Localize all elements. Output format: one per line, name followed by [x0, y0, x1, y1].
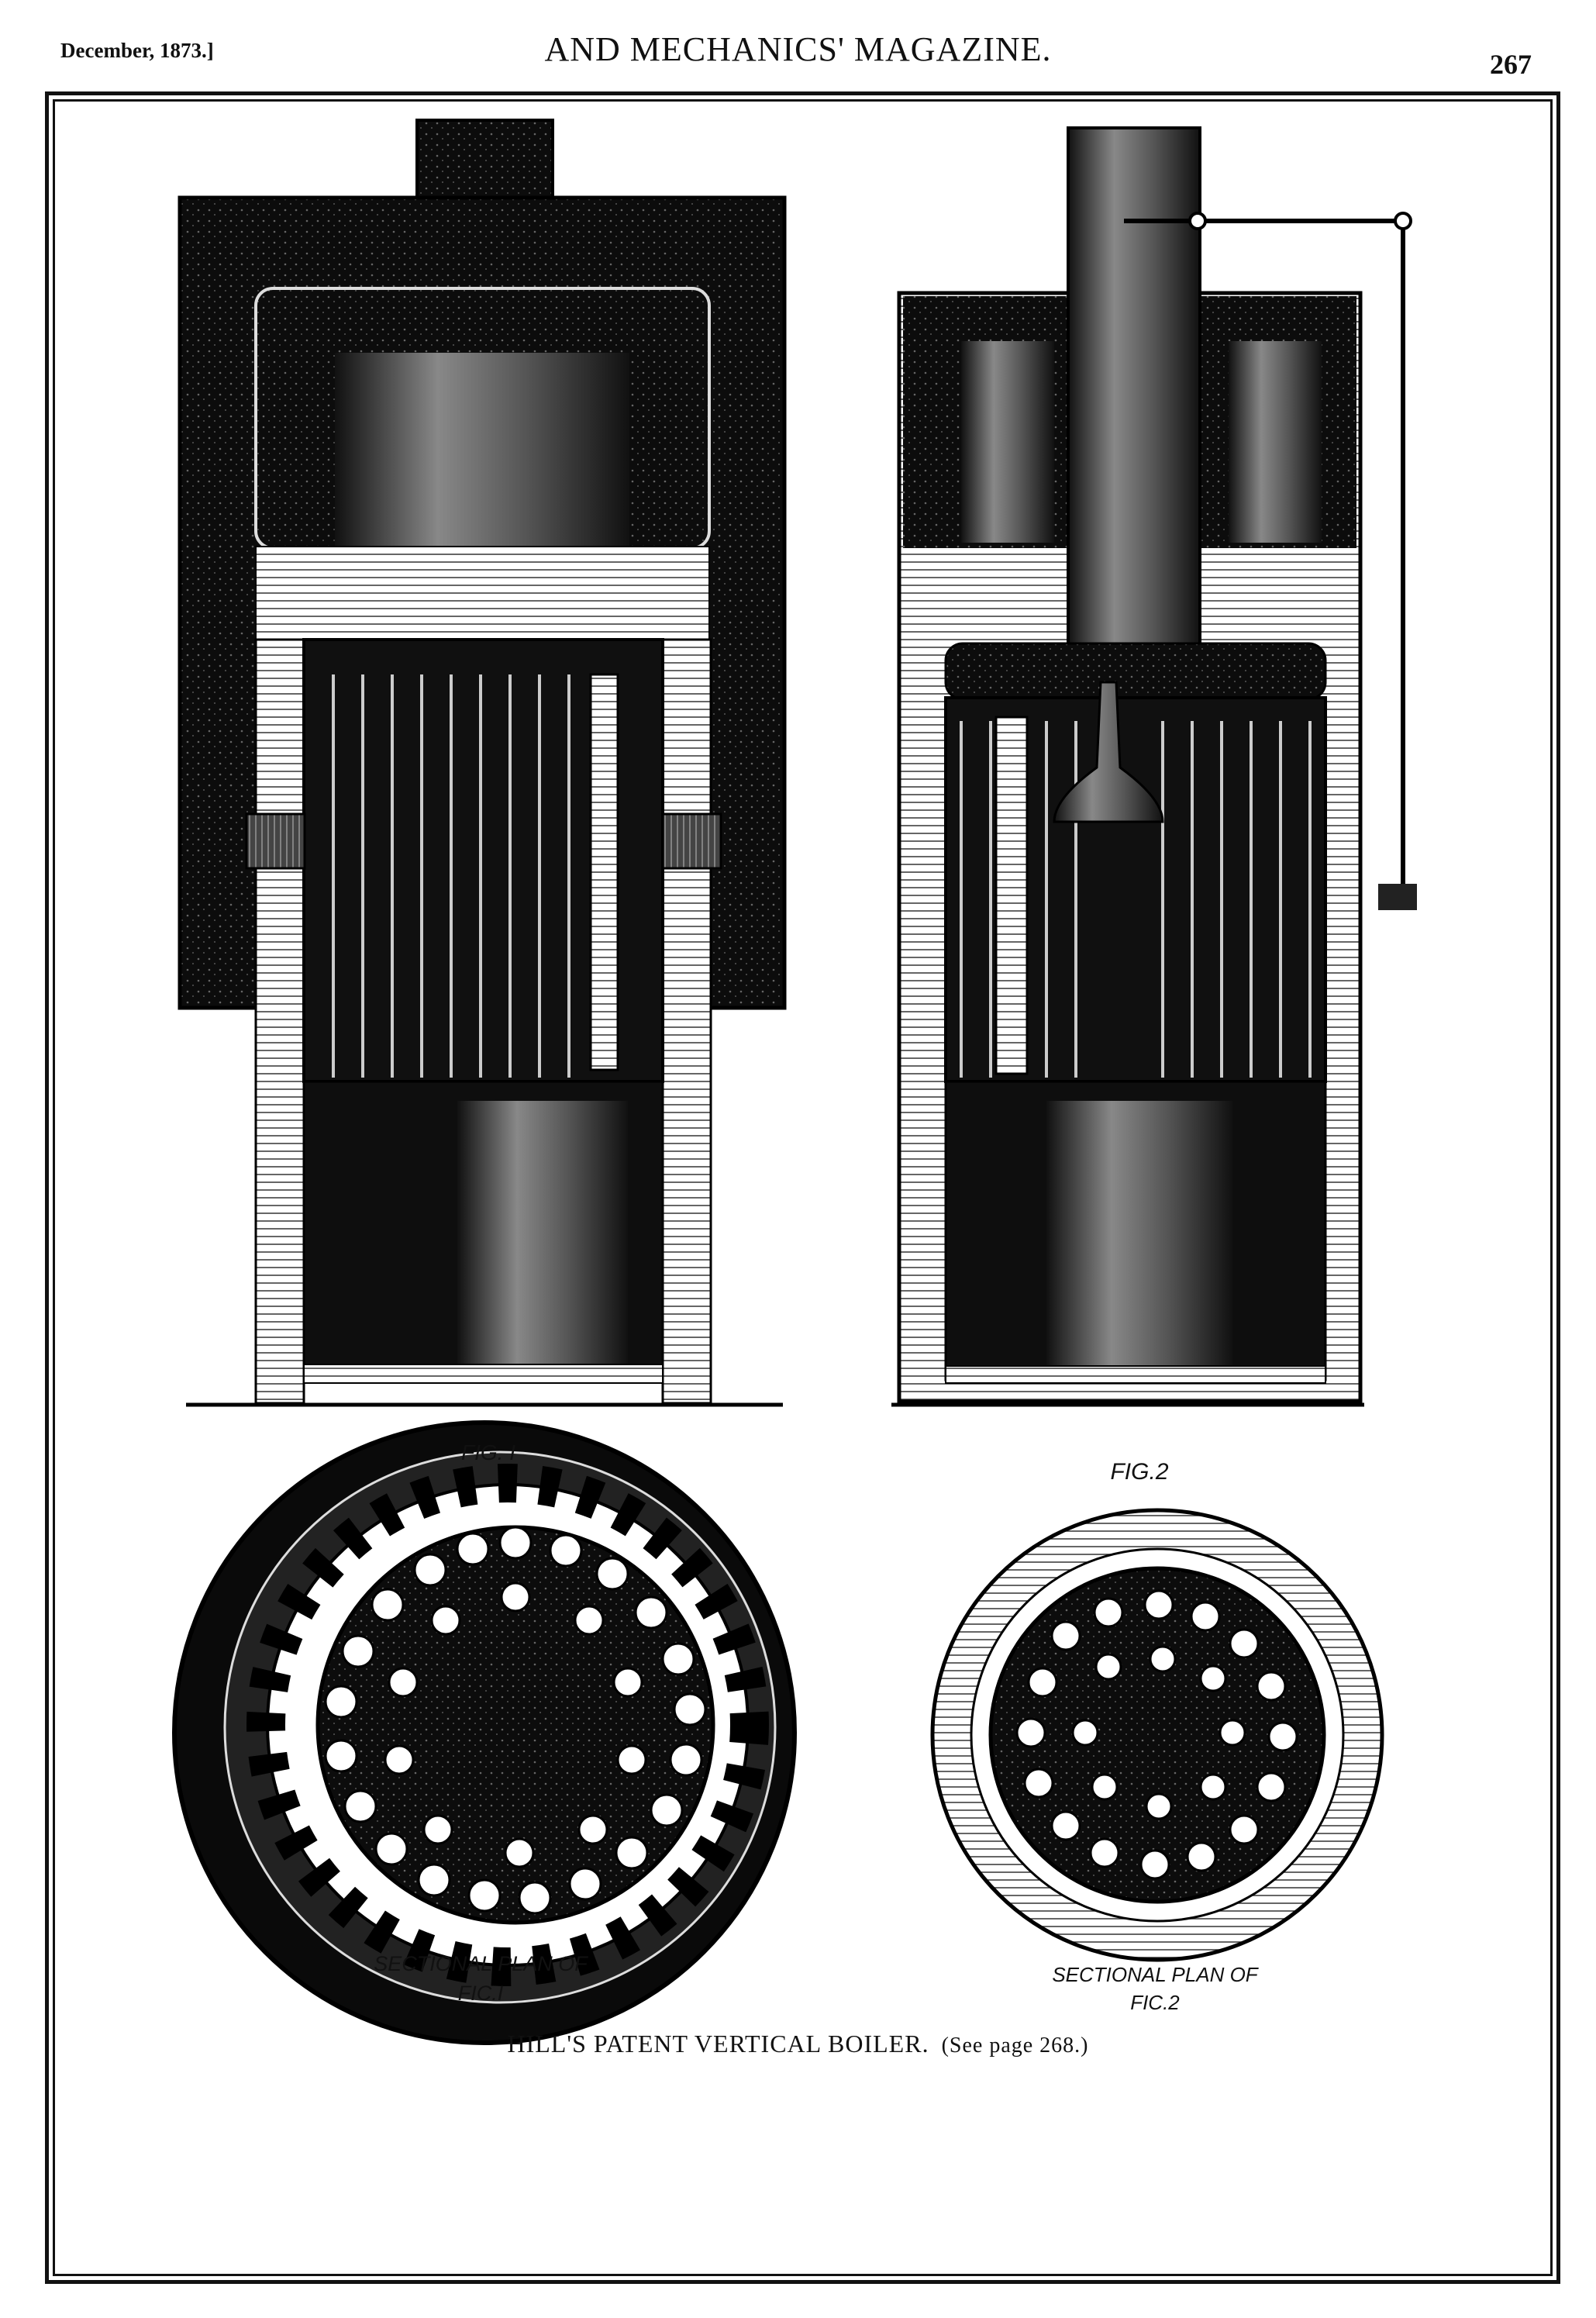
plan2-label-line2: FIC.2 [1130, 1991, 1180, 2014]
caption-main: HILL'S PATENT VERTICAL BOILER. [507, 2030, 929, 2058]
fig2-boiler-section [891, 126, 1417, 1407]
header-title: AND MECHANICS' MAGAZINE. [544, 30, 1052, 68]
plan1-label-line2: FIC.I [457, 1982, 504, 2005]
plan2-sectional-view [930, 1508, 1384, 1962]
plate-frame [45, 91, 1560, 2284]
plan1-sectional-view [172, 1420, 797, 2045]
plate-caption: HILL'S PATENT VERTICAL BOILER. (See page … [0, 2030, 1596, 2058]
fig1-boiler-section [178, 119, 787, 1407]
page-number: 267 [1490, 49, 1532, 80]
fig2-label: FIG.2 [1110, 1459, 1169, 1485]
plan1-label-line1: SECTIONAL PLAN OF [374, 1952, 588, 1975]
header-date: December, 1873.] [60, 39, 214, 62]
fig1-label: FIG. I [461, 1440, 515, 1464]
caption-reference: (See page 268.) [941, 2033, 1089, 2058]
plan2-label-line1: SECTIONAL PLAN OF [1052, 1963, 1258, 1986]
